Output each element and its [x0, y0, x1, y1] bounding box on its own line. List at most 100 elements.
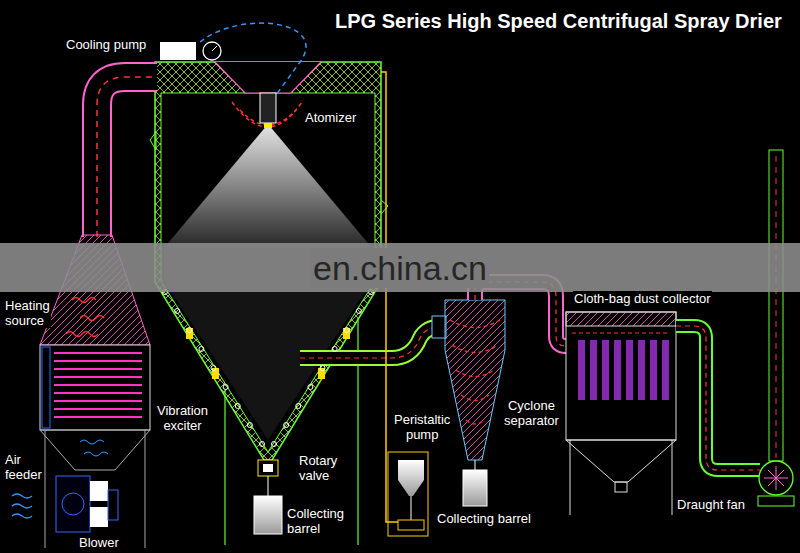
powder-dots — [296, 404, 301, 409]
heater — [80, 440, 108, 456]
powder-dots — [308, 385, 313, 390]
bag-dust-collector — [566, 312, 676, 440]
peristaltic-pump — [398, 460, 424, 496]
part-label: Collecting barrel — [436, 511, 532, 526]
atomizer — [260, 93, 276, 123]
heater — [45, 430, 46, 548]
powder-dots — [211, 366, 216, 371]
heater — [66, 298, 104, 337]
part-label: Blower — [78, 535, 120, 550]
drying-chamber — [224, 390, 225, 545]
draught-fan — [759, 461, 793, 495]
vibration-exciter — [343, 328, 350, 339]
hot-air-pipe — [97, 77, 157, 237]
cyclone-separator — [475, 460, 476, 470]
cyclone-separator — [450, 320, 500, 424]
heater — [145, 430, 146, 548]
part-label: Peristaltic pump — [393, 412, 451, 442]
heater — [42, 347, 50, 428]
heater — [40, 345, 150, 430]
bag-dust-collector — [566, 440, 676, 482]
cyclone-separator — [445, 300, 505, 460]
cooling-pump — [160, 23, 306, 95]
bag-dust-collector — [615, 482, 627, 492]
powder-dots — [332, 347, 337, 352]
powder-dots — [235, 404, 240, 409]
bag-dust-collector — [572, 333, 670, 334]
hot-air-pipe — [97, 77, 157, 237]
cooling-pump — [203, 42, 221, 60]
cooling-pump — [160, 42, 196, 60]
part-label: Heating source — [4, 298, 51, 328]
rotary-valve — [268, 476, 269, 496]
vibration-exciter — [186, 328, 193, 339]
heater — [54, 353, 142, 417]
powder-dots — [175, 309, 180, 314]
powder-dots — [247, 423, 252, 428]
peristaltic-pump — [398, 520, 424, 530]
drying-chamber — [381, 200, 388, 214]
exhaust-duct — [300, 326, 445, 358]
powder-dots — [272, 442, 277, 447]
rotary-valve — [263, 464, 273, 472]
blower — [56, 476, 90, 532]
draught-fan — [758, 496, 794, 506]
powder-dots — [320, 366, 325, 371]
powder-dots — [223, 385, 228, 390]
exhaust-duct — [300, 326, 445, 358]
draught-fan — [764, 466, 788, 490]
powder-dots — [187, 328, 192, 333]
blower — [90, 481, 108, 501]
cyclone-separator — [432, 300, 505, 506]
atomizer — [264, 123, 272, 128]
rotary-valve — [254, 496, 282, 534]
exhaust-duct — [300, 326, 445, 358]
part-label: Atomizer — [304, 110, 357, 125]
part-label: Rotary valve — [298, 453, 338, 483]
bag-dust-collector — [672, 440, 673, 515]
bag-dust-collector — [566, 312, 676, 326]
drying-chamber — [164, 124, 372, 248]
peristaltic-pump — [381, 72, 398, 522]
blower — [12, 476, 118, 532]
watermark-band — [0, 243, 800, 292]
draught-fan — [776, 156, 777, 458]
part-label: Draught fan — [676, 497, 746, 512]
part-label: Vibration exciter — [156, 403, 209, 433]
bag-dust-collector — [570, 440, 571, 515]
draught-fan — [676, 150, 794, 506]
title: LPG Series High Speed Centrifugal Spray … — [335, 8, 782, 34]
peristaltic-pump — [388, 452, 428, 536]
drying-chamber — [215, 62, 321, 93]
draught-fan — [769, 150, 783, 461]
powder-dots — [284, 423, 289, 428]
blower — [90, 507, 108, 527]
atomizer — [232, 93, 302, 128]
heater — [40, 430, 150, 470]
draught-fan — [676, 326, 760, 470]
cooling-pump — [212, 46, 217, 51]
cyclone-separator — [432, 316, 446, 338]
draught-fan — [676, 326, 760, 470]
blower — [12, 494, 32, 518]
powder-dots — [260, 442, 265, 447]
exhaust-duct — [300, 326, 445, 358]
part-label: Cloth-bag dust collector — [573, 291, 712, 306]
cyclone-separator — [463, 470, 487, 506]
hot-air-pipe — [97, 77, 157, 237]
peristaltic-pump — [381, 72, 428, 536]
blower — [62, 493, 84, 515]
rotary-valve — [254, 460, 282, 534]
hot-air-pipe — [97, 77, 157, 237]
powder-dots — [356, 309, 361, 314]
rotary-valve — [258, 460, 278, 476]
part-label: Collecting barrel — [286, 506, 345, 536]
powder-dots — [199, 347, 204, 352]
powder-dots — [344, 328, 349, 333]
watermark: en.china.cn — [311, 248, 489, 288]
drying-chamber — [150, 62, 388, 545]
blower — [108, 490, 118, 520]
cooling-pump — [200, 23, 306, 95]
part-label: Cooling pump — [65, 37, 147, 52]
